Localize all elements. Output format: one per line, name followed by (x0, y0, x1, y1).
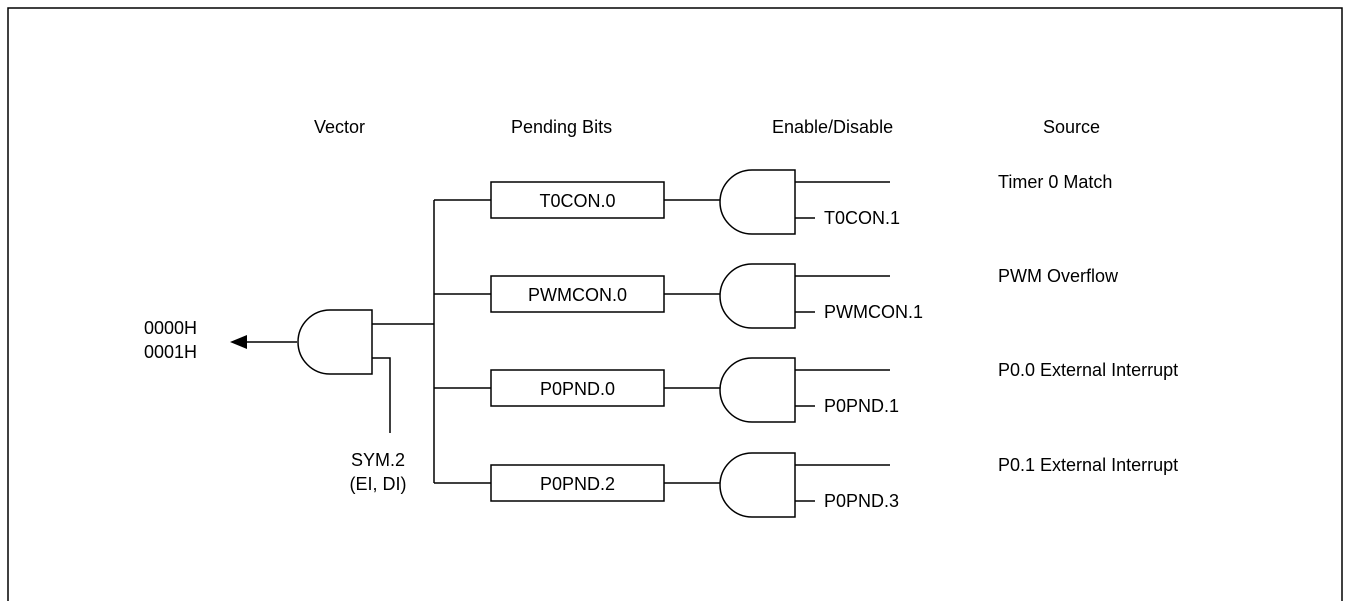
global-and-gate (297, 309, 373, 375)
source-label: P0.1 External Interrupt (998, 455, 1178, 475)
interrupt-row-timer0: T0CON.0 T0CON.1 Timer 0 Match (434, 169, 1112, 235)
header-enable-disable: Enable/Disable (772, 117, 893, 137)
sym2-label: SYM.2 (351, 450, 405, 470)
enable-bit-label: P0PND.3 (824, 491, 899, 511)
interrupt-row-p00: P0PND.0 P0PND.1 P0.0 External Interrupt (434, 357, 1178, 423)
pending-bit-label: P0PND.2 (540, 474, 615, 494)
enable-bit-label: T0CON.1 (824, 208, 900, 228)
pending-bit-label: P0PND.0 (540, 379, 615, 399)
sym-enable-wire (372, 357, 391, 433)
ei-di-label: (EI, DI) (350, 474, 407, 494)
pending-bit-label: PWMCON.0 (528, 285, 627, 305)
pending-bit-box (490, 181, 665, 219)
enable-and-gate (719, 263, 796, 329)
source-label: P0.0 External Interrupt (998, 360, 1178, 380)
header-vector: Vector (314, 117, 365, 137)
interrupt-row-p01: P0PND.2 P0PND.3 P0.1 External Interrupt (434, 452, 1178, 518)
enable-and-gate (719, 169, 796, 235)
source-label: Timer 0 Match (998, 172, 1112, 192)
diagram-frame (7, 7, 1343, 601)
pending-bit-box (490, 369, 665, 407)
source-label: PWM Overflow (998, 266, 1119, 286)
pending-bit-label: T0CON.0 (539, 191, 615, 211)
enable-and-gate (719, 452, 796, 518)
vector-address-0000h: 0000H (144, 318, 197, 338)
header-source: Source (1043, 117, 1100, 137)
pending-bit-box (490, 275, 665, 313)
enable-bit-label: PWMCON.1 (824, 302, 923, 322)
header-pending-bits: Pending Bits (511, 117, 612, 137)
vector-arrow (230, 335, 297, 349)
interrupt-row-pwm: PWMCON.0 PWMCON.1 PWM Overflow (434, 263, 1119, 329)
enable-bit-label: P0PND.1 (824, 396, 899, 416)
vector-address-0001h: 0001H (144, 342, 197, 362)
enable-and-gate (719, 357, 796, 423)
